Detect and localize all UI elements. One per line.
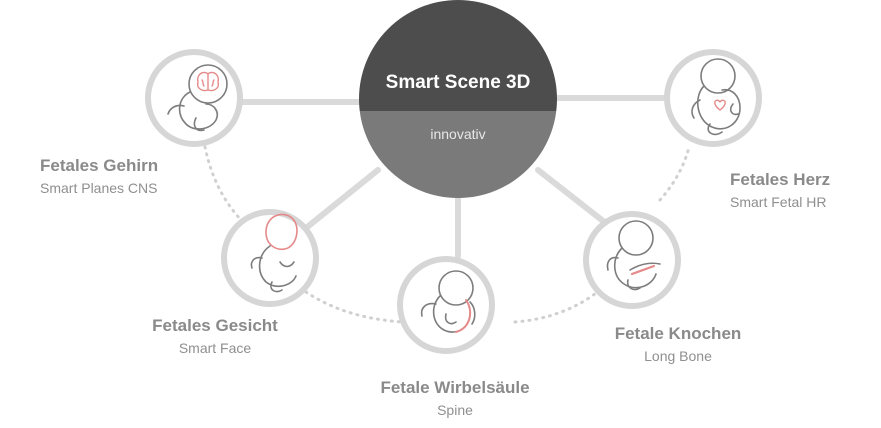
- label-heart: Fetales Herz Smart Fetal HR: [730, 170, 860, 211]
- label-bone-title: Fetale Knochen: [614, 324, 742, 343]
- solid-connectors: [232, 95, 671, 259]
- label-face-subtitle: Smart Face: [178, 340, 252, 356]
- center-title: Smart Scene 3D: [385, 72, 531, 93]
- label-brain-subtitle: Smart Planes CNS: [40, 180, 158, 196]
- label-face-title: Fetales Gesicht: [152, 316, 278, 335]
- center-subtitle: innovativ: [430, 126, 486, 142]
- center-hub: [359, 0, 557, 198]
- label-bone: Fetale Knochen Long Bone: [598, 324, 758, 365]
- label-brain: Fetales Gehirn Smart Planes CNS: [40, 156, 180, 197]
- label-heart-title: Fetales Herz: [730, 170, 831, 189]
- label-face: Fetales Gesicht Smart Face: [130, 316, 300, 357]
- fetus-spine-icon: [420, 270, 476, 333]
- fetus-bone-icon: [606, 220, 661, 291]
- label-spine-title: Fetale Wirbelsäule: [380, 378, 530, 397]
- label-spine-subtitle: Spine: [437, 402, 473, 418]
- label-heart-subtitle: Smart Fetal HR: [730, 194, 827, 210]
- label-spine: Fetale Wirbelsäule Spine: [370, 378, 540, 419]
- fetus-brain-icon: [167, 64, 228, 132]
- label-brain-title: Fetales Gehirn: [40, 156, 159, 175]
- label-bone-subtitle: Long Bone: [644, 348, 712, 364]
- fetus-heart-icon: [691, 58, 741, 136]
- dotted-connectors: [203, 145, 691, 324]
- fetus-face-icon: [250, 213, 298, 293]
